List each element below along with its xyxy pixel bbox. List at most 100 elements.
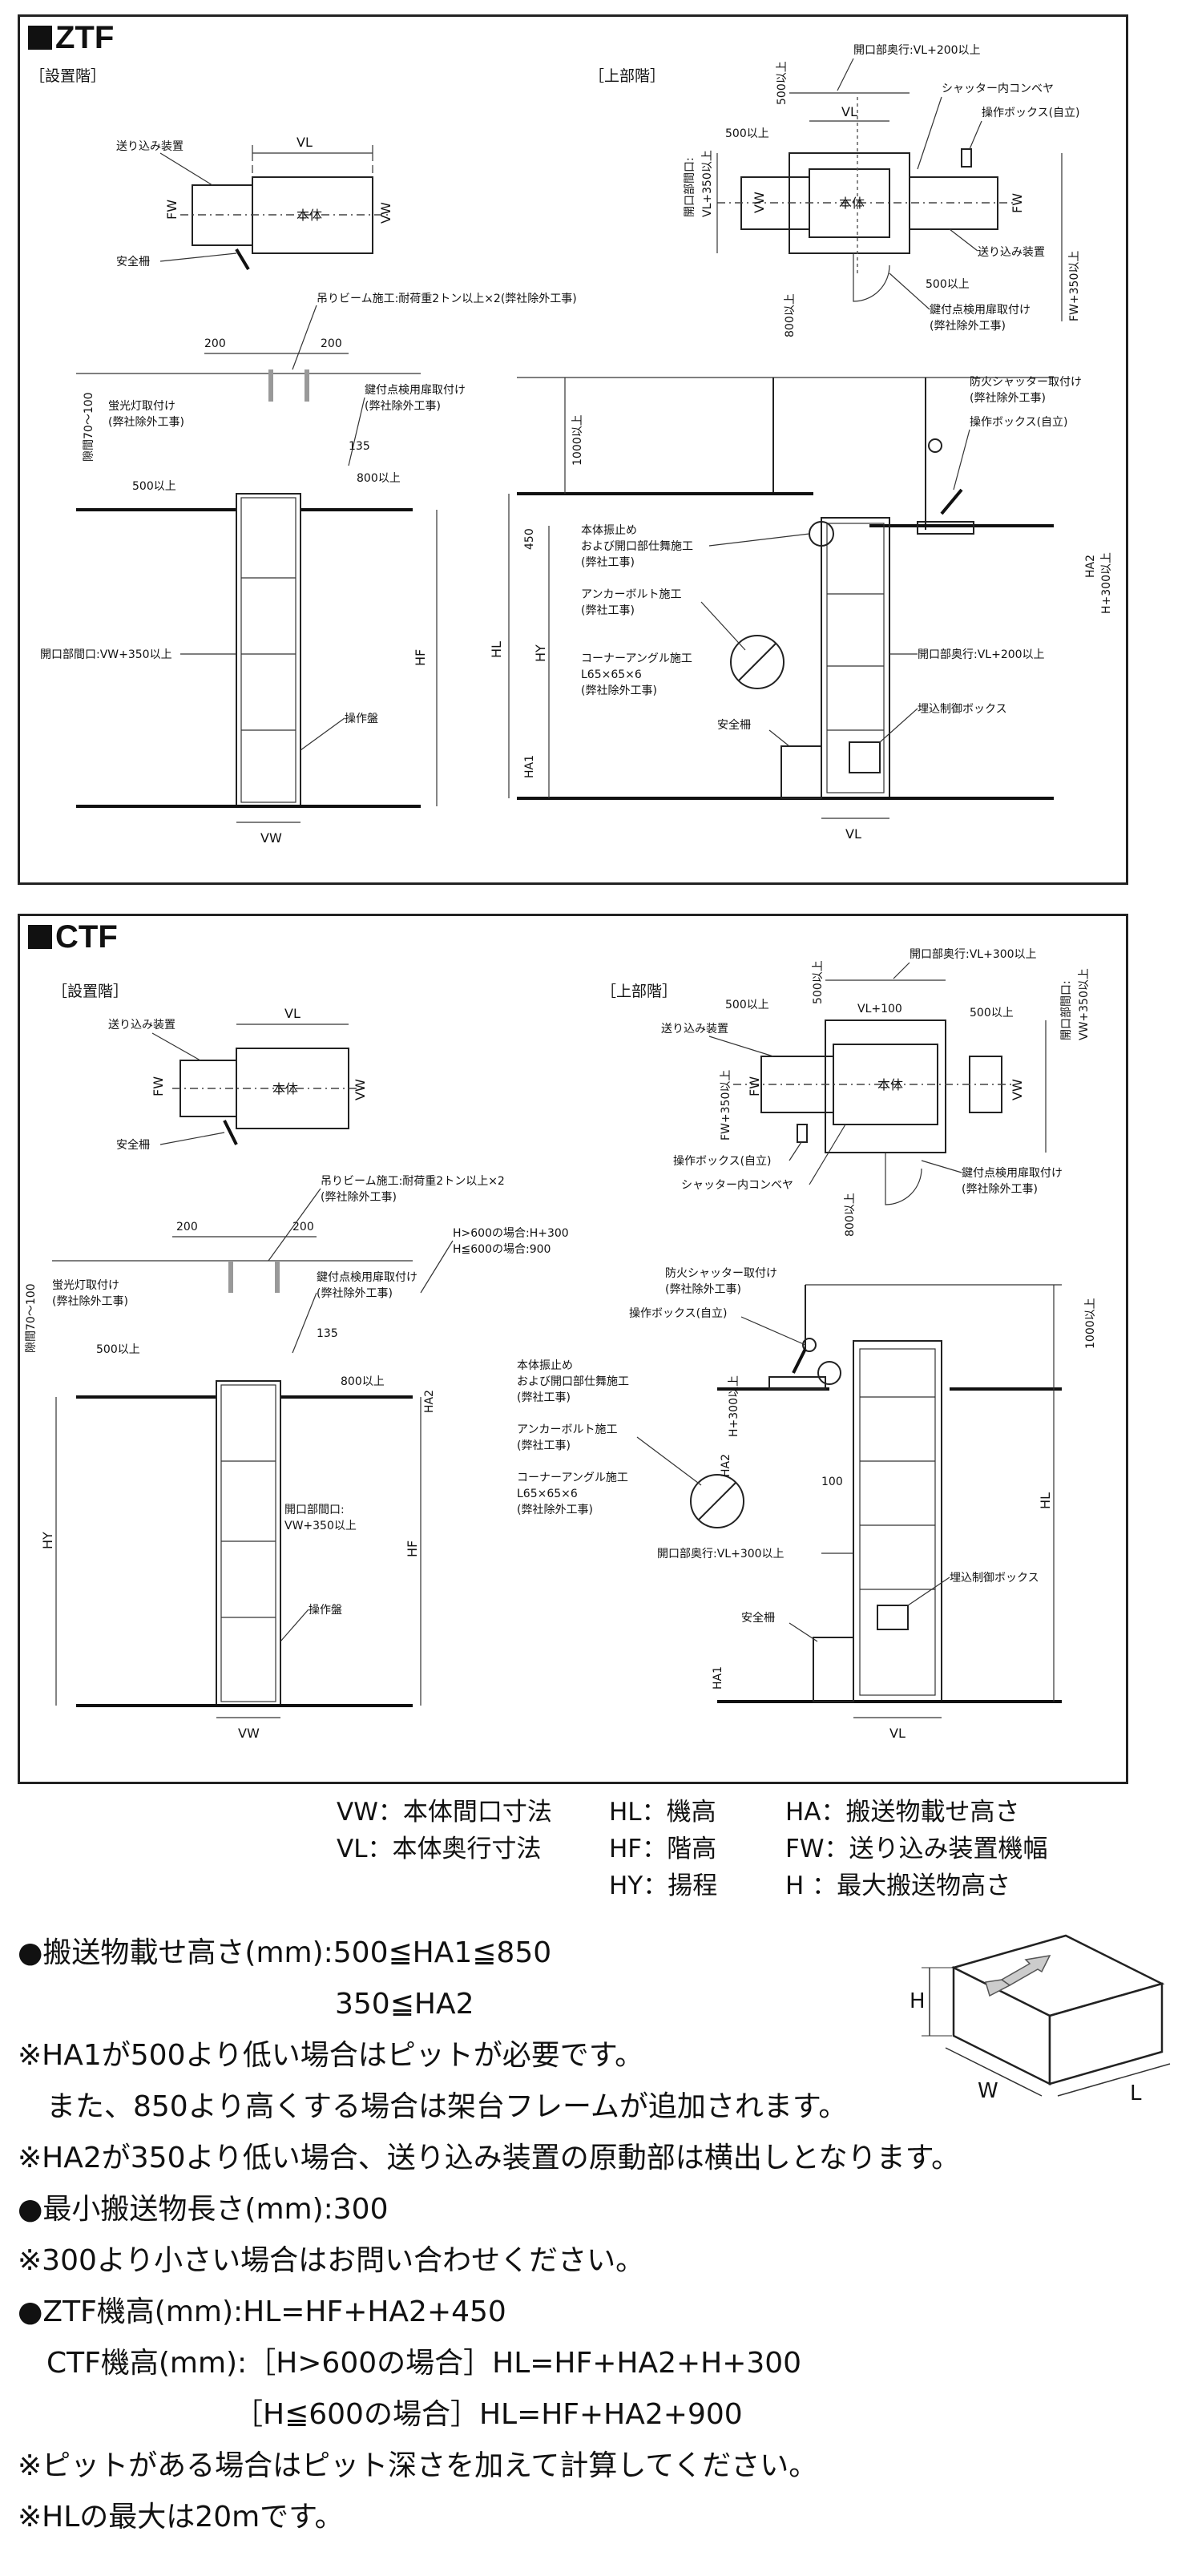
symbol-legend: VW：本体間口寸法 HL：機高 HA：搬送物載せ高さ VL：本体奥行寸法 HF：… <box>337 1791 1106 1902</box>
ctf-inst-plan-vw: VW <box>353 1079 368 1100</box>
legend-item: VL：本体奥行寸法 <box>337 1835 542 1863</box>
ztf-install-elevation: VW 200 200 吊りビーム施工:耐荷重2トン以上×2(弊社除外工事) 蛍光… <box>40 293 577 846</box>
ztf-upper-elev-d1000: 1000以上 <box>571 414 584 466</box>
ctf-upper-elev-fire: 防火シャッター取付け <box>665 1267 777 1280</box>
ztf-title: ZTF <box>28 20 114 56</box>
ctf-install-floor-label: ［設置階］ <box>52 983 128 1000</box>
ctf-upper-plan-d500c: 500以上 <box>970 1007 1014 1019</box>
ztf-panel: ZTF ［設置階］ ［上部階］ VL 本体 FW VW 送り込み装置 安全柵 <box>18 14 1128 885</box>
ctf-upper-plan-fw350: FW+350以上 <box>720 1070 732 1141</box>
ztf-inst-elev-d135: 135 <box>349 440 370 453</box>
ztf-upper-plan-vl: VL <box>841 104 857 119</box>
ctf-upper-elev-stop2: および開口部仕舞施工 <box>517 1375 629 1388</box>
note-line: ※HA2が350より低い場合、送り込み装置の原動部は横出しとなります。 <box>18 2142 961 2174</box>
ctf-install-elevation: VW 200 200 吊りビーム施工:耐荷重2トン以上×2 (弊社除外工事) H… <box>25 1175 569 1741</box>
ctf-upper-plan-d500b: 500以上 <box>725 999 769 1011</box>
ctf-inst-elev-h600b: H≦600の場合:900 <box>453 1243 551 1256</box>
ctf-inst-elev-lamp-sub: (弊社除外工事) <box>52 1295 128 1308</box>
ctf-inst-elev-d200a: 200 <box>176 1221 198 1233</box>
ztf-inst-elev-d200b: 200 <box>321 337 342 350</box>
ctf-upper-elev-fence: 安全柵 <box>741 1611 775 1625</box>
square-bullet-icon <box>28 925 52 949</box>
ctf-upper-plan-feeder: 送り込み装置 <box>661 1023 728 1036</box>
legend-row: VL：本体奥行寸法 HF：階高 FW：送り込み装置機幅 <box>337 1828 1106 1865</box>
note-line: ●搬送物載せ高さ(mm):500≦HA1≦850 <box>18 1936 552 1969</box>
ctf-inst-elev-ha2: HA2 <box>423 1390 436 1413</box>
ztf-upper-elev-ctrl-box: 埋込制御ボックス <box>918 703 1007 716</box>
ctf-upper-elev-d1000: 1000以上 <box>1084 1298 1097 1349</box>
ctf-inst-elev-door: 鍵付点検用扉取付け <box>317 1271 417 1284</box>
note-line: ［H≦600の場合］HL=HF+HA2+900 <box>18 2398 743 2431</box>
ctf-inst-elev-d135: 135 <box>317 1327 338 1340</box>
ztf-inst-plan-vl: VL <box>296 135 313 150</box>
ztf-upper-plan-body: 本体 <box>839 196 865 211</box>
ctf-upper-elev-h300: H+300以上 <box>728 1375 740 1437</box>
ztf-upper-elev-corner: コーナーアングル施工 <box>581 652 692 665</box>
ztf-inst-elev-vw: VW <box>260 830 282 846</box>
ztf-inst-elev-d500: 500以上 <box>132 480 176 493</box>
ztf-upper-plan-door: 鍵付点検用扉取付け <box>930 304 1031 317</box>
legend-item: H ：最大搬送物高さ <box>785 1871 1011 1900</box>
ctf-upper-elev-anchor-sub: (弊社工事) <box>517 1439 571 1452</box>
ctf-upper-elev-anchor: アンカーボルト施工 <box>517 1423 617 1436</box>
ctf-upper-plan-shutter-conv: シャッター内コンベヤ <box>681 1179 793 1192</box>
ctf-upper-elev-op-box: 操作ボックス(自立) <box>629 1307 728 1320</box>
spec-notes: ●搬送物載せ高さ(mm):500≦HA1≦850 350≦HA2 ※HA1が50… <box>18 1928 1059 2543</box>
ctf-inst-elev-open2: VW+350以上 <box>284 1520 357 1532</box>
ctf-panel: CTF ［設置階］ ［上部階］ VL 本体 FW VW 送り込み装置 安全柵 <box>18 914 1128 1784</box>
ctf-inst-elev-vw: VW <box>238 1726 260 1741</box>
ztf-inst-elev-beam: 吊りビーム施工:耐荷重2トン以上×2(弊社除外工事) <box>317 293 577 305</box>
ztf-upper-elev-op-box: 操作ボックス(自立) <box>970 416 1068 429</box>
box-label-w: W <box>978 2079 998 2103</box>
ctf-inst-elev-d800: 800以上 <box>341 1375 385 1388</box>
ztf-upper-elev-corner3: (弊社除外工事) <box>581 684 657 697</box>
ctf-inst-elev-lamp: 蛍光灯取付け <box>52 1279 119 1292</box>
ctf-upper-elev-ha2: HA2 <box>720 1454 732 1477</box>
box-label-h: H <box>910 1989 926 2013</box>
note-line: ●最小搬送物長さ(mm):300 <box>18 2193 389 2226</box>
ztf-upper-elev-stop3: (弊社工事) <box>581 556 635 569</box>
ztf-inst-plan-feeder: 送り込み装置 <box>116 140 184 153</box>
legend-item: HY：揚程 <box>609 1871 718 1900</box>
ztf-inst-plan-fence: 安全柵 <box>116 255 150 269</box>
ztf-inst-elev-lamp: 蛍光灯取付け <box>108 400 175 413</box>
ctf-inst-elev-door-sub: (弊社除外工事) <box>317 1287 393 1300</box>
ztf-upper-plan-fw350: FW+350以上 <box>1068 251 1081 321</box>
ztf-upper-elev-d450: 450 <box>523 528 536 550</box>
ctf-inst-elev-beam: 吊りビーム施工:耐荷重2トン以上×2 <box>321 1175 505 1188</box>
ztf-upper-plan-d800: 800以上 <box>784 293 797 337</box>
ztf-upper-plan-d500b: 500以上 <box>725 127 769 140</box>
ctf-upper-elev-corner: コーナーアングル施工 <box>517 1472 628 1484</box>
ztf-upper-elev-fire-sub: (弊社除外工事) <box>970 392 1046 405</box>
ztf-inst-plan-fw: FW <box>164 200 179 220</box>
note-line: ※HA1が500より低い場合はピットが必要です。 <box>18 2039 644 2072</box>
ctf-upper-plan-fw: FW <box>747 1076 762 1096</box>
ztf-inst-elev-gap: 隙間70～100 <box>83 392 95 462</box>
ctf-upper-elev-d100: 100 <box>821 1476 843 1488</box>
ctf-upper-elev-hl: HL <box>1038 1492 1053 1509</box>
ztf-title-text: ZTF <box>55 20 115 55</box>
ztf-inst-elev-lamp-sub: (弊社除外工事) <box>108 416 184 429</box>
ctf-upper-plan-vl100: VL+100 <box>857 1003 902 1015</box>
ctf-upper-elev-vl: VL <box>889 1726 906 1741</box>
ztf-upper-elev-vl: VL <box>845 826 861 842</box>
ztf-upper-elev-corner2: L65×65×6 <box>581 668 642 681</box>
ztf-upper-elev-anchor-sub: (弊社工事) <box>581 604 635 617</box>
ctf-upper-plan-open-depth: 開口部奥行:VL+300以上 <box>910 947 1037 961</box>
ztf-inst-elev-door: 鍵付点検用扉取付け <box>365 384 466 397</box>
ztf-inst-plan-vw: VW <box>378 202 393 224</box>
ctf-inst-elev-hy: HY <box>40 1532 55 1549</box>
ztf-upper-plan-open-width2: VL+350以上 <box>701 150 714 217</box>
ctf-inst-plan-feeder: 送り込み装置 <box>108 1019 175 1032</box>
ztf-upper-elev-fire: 防火シャッター取付け <box>970 376 1082 389</box>
ztf-drawing: ［設置階］ ［上部階］ VL 本体 FW VW 送り込み装置 安全柵 <box>30 43 1113 846</box>
ctf-upper-floor-label: ［上部階］ <box>601 983 677 1000</box>
legend-item: FW：送り込み装置機幅 <box>785 1835 1048 1863</box>
ztf-upper-elev-ha2: HA2 <box>1084 555 1097 578</box>
ztf-install-plan: VL 本体 FW VW 送り込み装置 安全柵 <box>116 135 393 271</box>
ctf-upper-elev-stop1: 本体振止め <box>517 1359 573 1372</box>
ctf-inst-plan-vl: VL <box>284 1006 300 1021</box>
ztf-inst-elev-panel: 操作盤 <box>345 713 378 725</box>
ctf-upper-elev-corner2: L65×65×6 <box>517 1488 578 1500</box>
ctf-inst-elev-hf: HF <box>405 1540 420 1557</box>
